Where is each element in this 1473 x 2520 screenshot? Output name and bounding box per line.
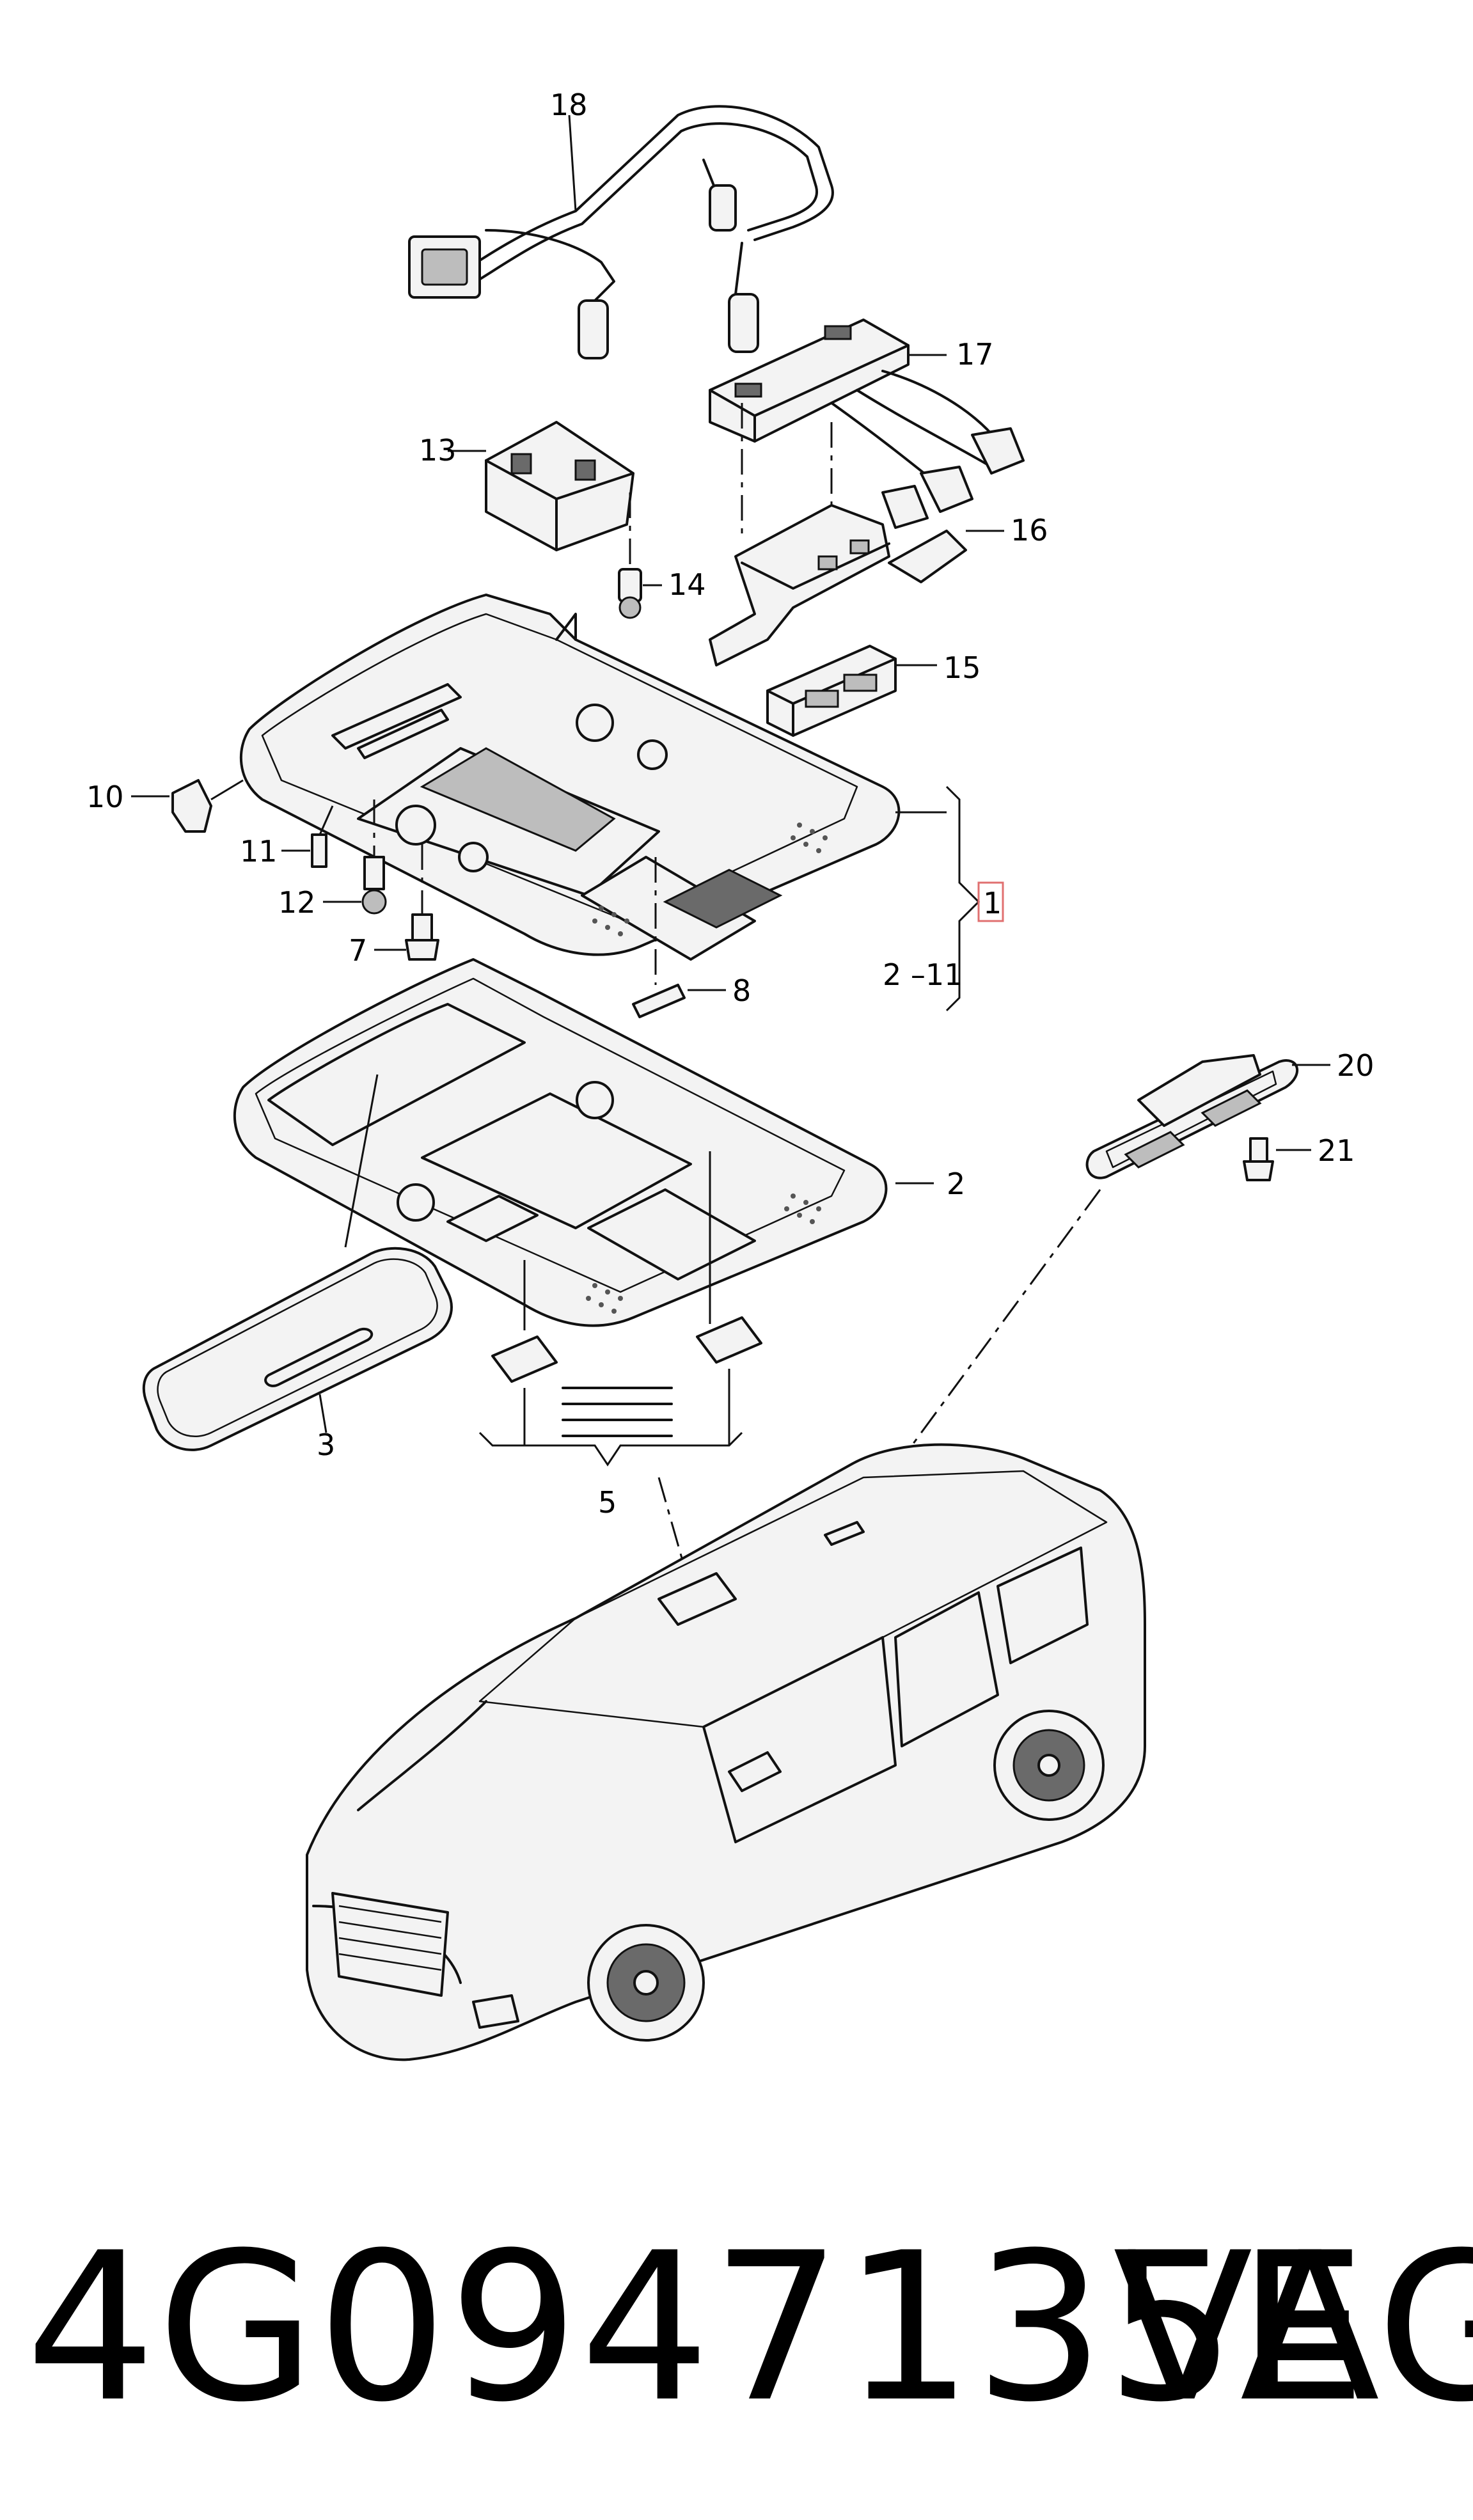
- roof-console-assembly-1: [239, 594, 947, 961]
- fastener-21: [1243, 1137, 1311, 1181]
- clip-10: [131, 779, 244, 833]
- bracket-16: [709, 403, 1004, 666]
- cover-plate-3: [142, 1247, 453, 1451]
- brand-label: VAG: [1113, 2209, 1473, 2447]
- callout-20: 20: [1337, 1048, 1375, 1083]
- car-illustration: [306, 1443, 1146, 2061]
- callout-7: 7: [349, 933, 367, 968]
- callout-3: 3: [317, 1428, 335, 1462]
- module-13: [448, 421, 634, 551]
- callout-17: 17: [956, 337, 994, 372]
- callout-14: 14: [668, 567, 706, 602]
- callout-2: 2: [947, 1167, 965, 1201]
- callout-11: 11: [240, 834, 278, 869]
- callout-1-highlight: [977, 881, 1004, 922]
- clip-11: [281, 805, 334, 868]
- callout-12: 12: [278, 885, 316, 920]
- switch-panel-20: [1085, 1054, 1330, 1179]
- lenses-5: [478, 1316, 762, 1467]
- callout-16: 16: [1011, 513, 1048, 547]
- callout-5: 5: [598, 1485, 617, 1520]
- parts-diagram: 18 17 16 13: [86, 88, 1375, 2061]
- roof-console-housing-2: [233, 958, 934, 1330]
- callout-21: 21: [1318, 1133, 1355, 1168]
- switch-15: [766, 645, 937, 737]
- callout-2-11: 2 –11: [883, 957, 963, 992]
- footer: 4G0947135E VAG: [0, 2200, 1473, 2456]
- callout-1: 1: [983, 886, 1002, 920]
- fastener-7: [374, 844, 439, 961]
- callout-18: 18: [550, 88, 588, 122]
- screw-12: [323, 799, 387, 915]
- control-module-17: [709, 319, 1025, 529]
- leader-20-to-car: [849, 1189, 1101, 1529]
- bulb-8: [632, 857, 726, 1018]
- screw-14: [618, 492, 662, 619]
- wiring-harness-18: [408, 105, 834, 359]
- part-number: 4G0947135E: [26, 2209, 1368, 2447]
- callout-8: 8: [732, 973, 751, 1008]
- callout-10: 10: [86, 780, 124, 814]
- callout-15: 15: [943, 650, 981, 685]
- callout-13: 13: [419, 433, 457, 468]
